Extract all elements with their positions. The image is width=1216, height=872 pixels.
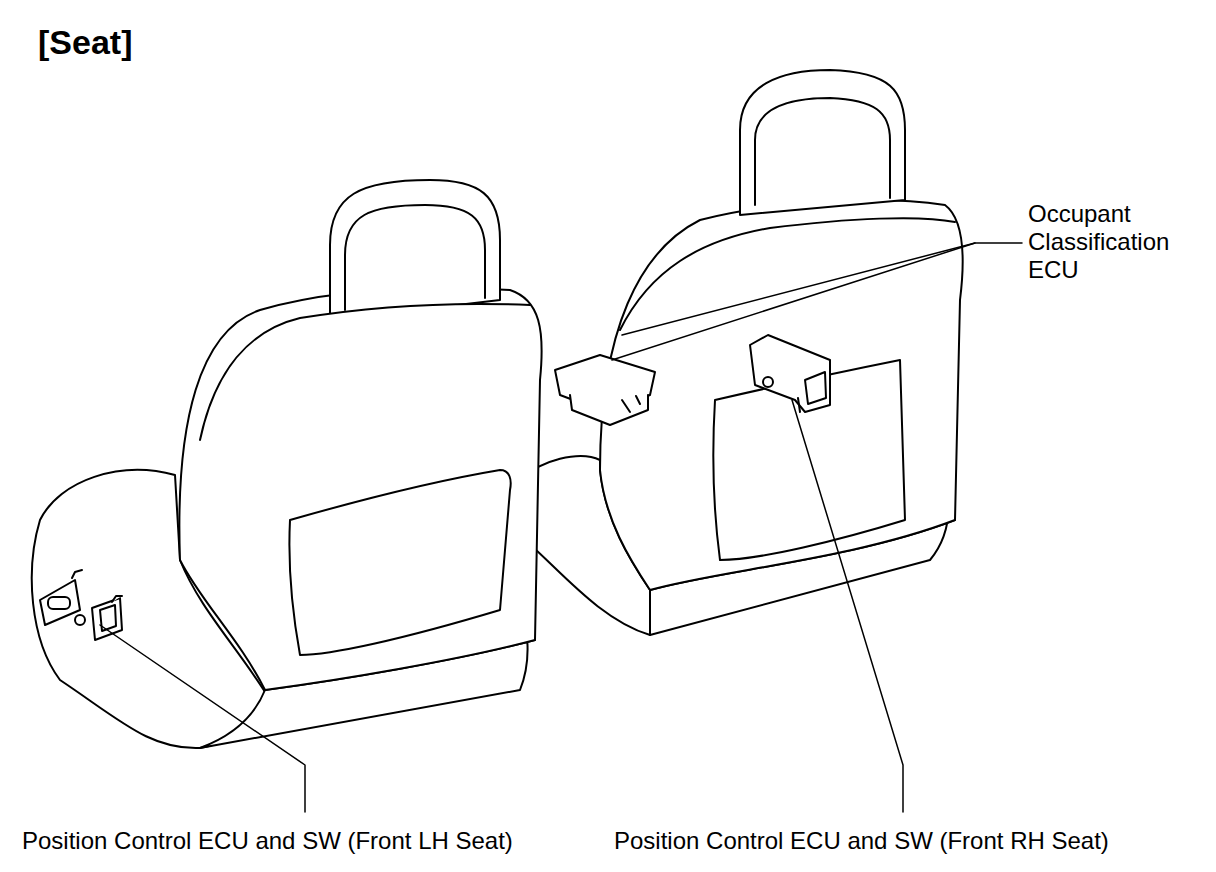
diagram-title: [Seat] [38, 22, 132, 63]
part-label: Position Control ECU and SW (Front RH Se… [614, 826, 1109, 855]
lh-seat [32, 180, 542, 748]
rh-seat [517, 70, 963, 635]
leader-lines [100, 243, 1022, 812]
part-label: Occupant Classification ECU [1028, 200, 1206, 284]
part-label: Position Control ECU and SW (Front LH Se… [22, 826, 513, 855]
